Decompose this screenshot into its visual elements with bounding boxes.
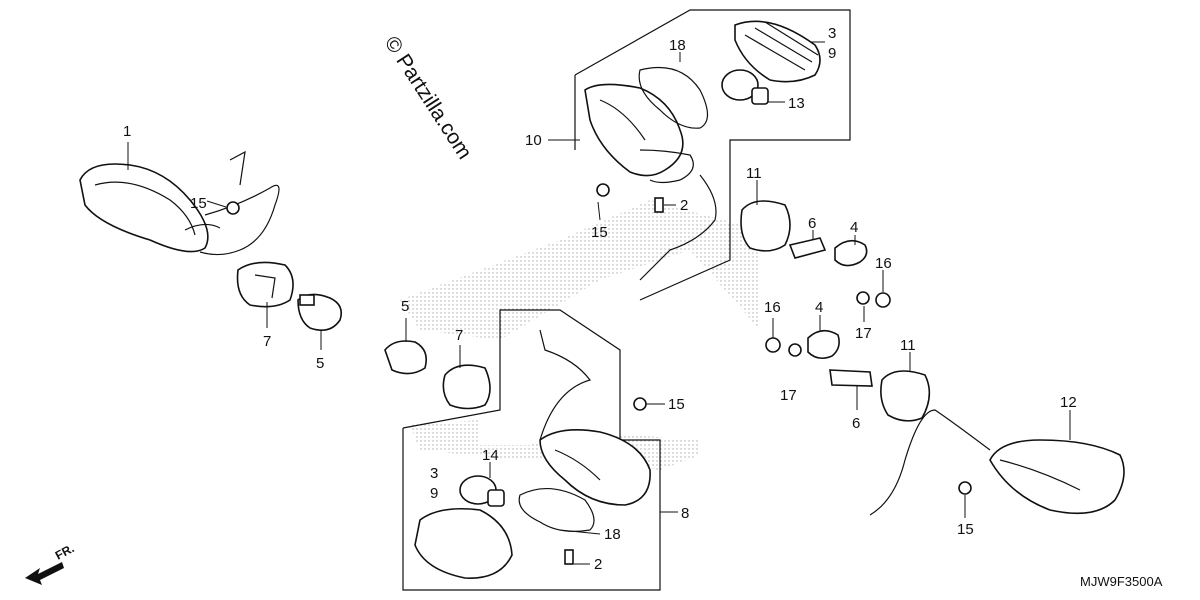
projection-area-top	[400, 200, 760, 340]
gasket-18-upper	[638, 66, 709, 129]
callout-4-lower: 4	[815, 299, 823, 316]
callout-2-upper: 2	[680, 197, 688, 214]
watermark-text: © Partzilla.com	[380, 32, 476, 163]
lens-3-lower	[414, 507, 513, 579]
winker-body-10	[584, 83, 717, 281]
bulb-13	[721, 69, 769, 105]
bolt-6-lower	[829, 369, 873, 387]
bulb-holder-5-left	[297, 293, 343, 331]
callout-3-lower: 3	[430, 465, 438, 482]
screw-2-upper	[654, 197, 664, 213]
callout-16-lower: 16	[764, 299, 781, 316]
washer-17-lower	[788, 343, 802, 357]
socket-7-center	[442, 364, 491, 410]
callout-11-upper: 11	[746, 165, 762, 182]
callout-18-upper: 18	[669, 37, 686, 54]
callout-5-left: 5	[316, 355, 324, 372]
plate-4-lower	[807, 329, 840, 360]
callout-10: 10	[525, 132, 542, 149]
callout-4-upper: 4	[850, 219, 858, 236]
front-direction-arrow: FR.	[25, 541, 76, 585]
callout-17-lower: 17	[780, 387, 797, 404]
screw-15-right	[958, 481, 972, 495]
nut-16-upper	[875, 292, 891, 308]
callout-11-lower: 11	[900, 337, 916, 354]
nut-16-lower	[765, 337, 781, 353]
callout-14: 14	[482, 447, 499, 464]
bulb-14	[459, 475, 505, 507]
washer-17-upper	[856, 291, 870, 305]
callout-1: 1	[123, 123, 131, 140]
callout-6-lower: 6	[852, 415, 860, 432]
callout-6-upper: 6	[808, 215, 816, 232]
assembly-frame-upper	[574, 9, 851, 301]
callout-9-upper: 9	[828, 45, 836, 62]
bolt-6-upper	[788, 237, 827, 259]
callout-3-upper: 3	[828, 25, 836, 42]
plate-4-upper	[834, 239, 868, 267]
front-label: FR.	[53, 541, 77, 562]
callout-5-center: 5	[401, 298, 409, 315]
callout-7-left: 7	[263, 333, 271, 350]
gasket-18-lower	[518, 487, 595, 532]
winker-assembly-left-rear	[79, 150, 280, 256]
callout-15-left: 15	[190, 195, 207, 212]
screw-15-upper	[596, 183, 610, 197]
callout-2-lower: 2	[594, 556, 602, 573]
diagram-code: MJW9F3500A	[1080, 574, 1163, 589]
socket-11-upper	[740, 200, 791, 252]
winker-assembly-right-rear	[869, 409, 1125, 516]
callout-9-lower: 9	[430, 485, 438, 502]
callout-18-lower: 18	[604, 526, 621, 543]
assembly-frame-lower	[402, 309, 661, 591]
screw-2-lower	[564, 549, 574, 565]
callout-15-upper: 15	[591, 224, 608, 241]
callout-7-center: 7	[455, 327, 463, 344]
winker-body-8	[539, 329, 651, 506]
leader-lines	[127, 41, 1071, 565]
callout-15-center: 15	[668, 396, 685, 413]
lens-3-upper	[734, 20, 821, 83]
socket-7-left	[236, 261, 294, 308]
bulb-holder-5-center	[384, 340, 428, 375]
callout-8: 8	[681, 505, 689, 522]
callout-13: 13	[788, 95, 805, 112]
screw-15-left	[226, 201, 240, 215]
callout-12: 12	[1060, 394, 1077, 411]
callout-16-upper: 16	[875, 255, 892, 272]
callout-17-upper: 17	[855, 325, 872, 342]
screw-15-center	[633, 397, 647, 411]
socket-11-lower	[880, 370, 931, 422]
callout-15-right: 15	[957, 521, 974, 538]
